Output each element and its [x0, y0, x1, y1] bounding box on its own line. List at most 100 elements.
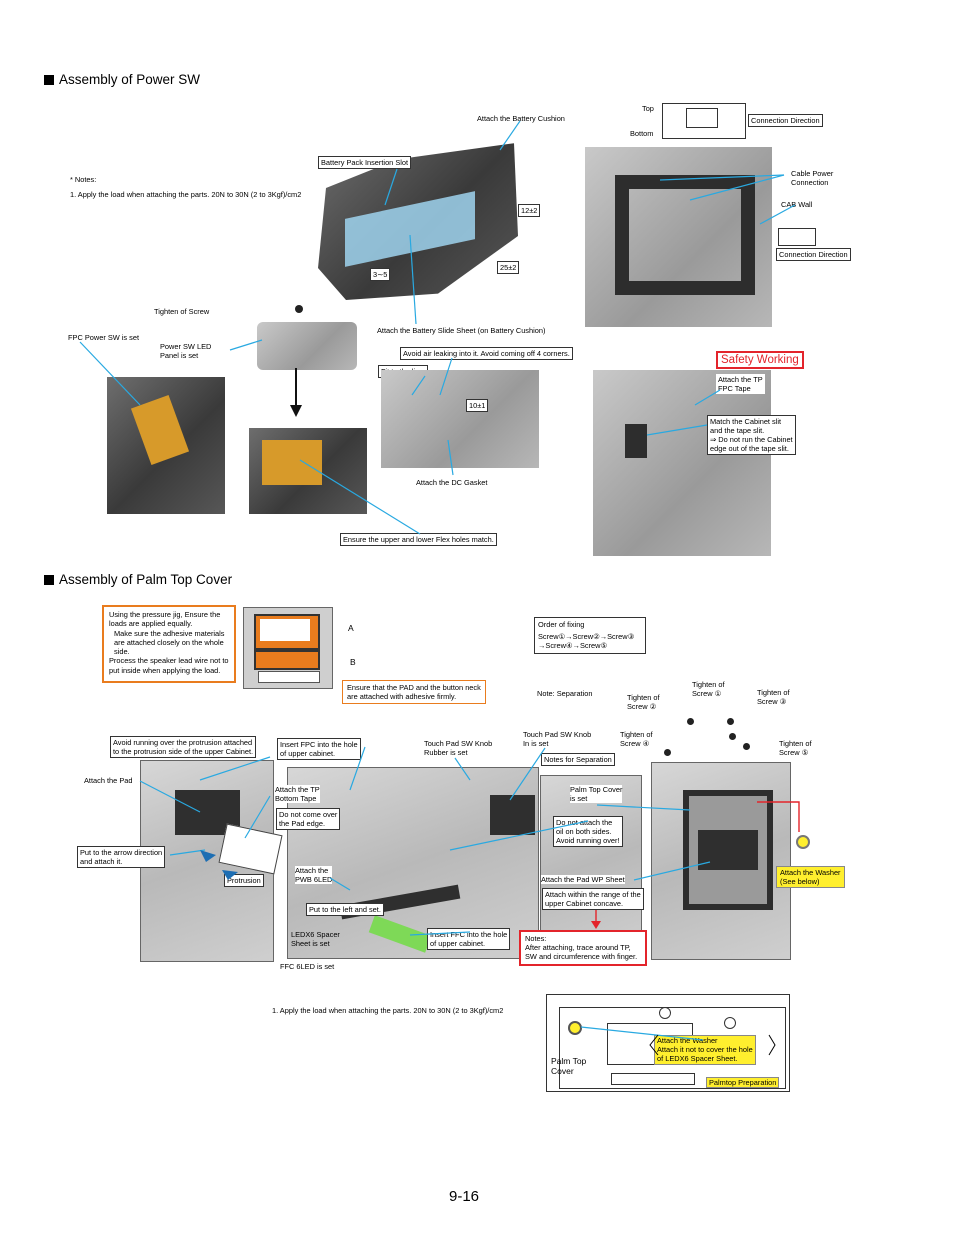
- led-panel-photo: [257, 322, 357, 370]
- label-note-separation: Note: Separation: [537, 689, 593, 698]
- fixing-order-box: Order of fixing Screw①→Screw②→Screw③ →Sc…: [534, 617, 646, 654]
- cab-wall-connector: [778, 228, 816, 246]
- arrow-direction-icon: [200, 850, 216, 862]
- callout-line: [139, 780, 201, 813]
- palmtop-preparation-diagram: [546, 994, 790, 1092]
- callout-line: [596, 804, 691, 811]
- callout-line: [449, 820, 589, 851]
- tape-slit: [625, 424, 647, 458]
- label-washer-see-below: Attach the Washer(See below): [776, 866, 845, 889]
- square-bullet-icon: [44, 75, 54, 85]
- callout-line: [454, 757, 471, 781]
- label-led-panel-1: Power SW LED: [160, 342, 212, 351]
- dim-12: 12±2: [518, 204, 541, 217]
- label-arrow-direction: Put to the arrow direction and attach it…: [77, 846, 166, 868]
- callout-line: [694, 389, 721, 406]
- callout-line: [646, 424, 708, 436]
- palmtop-slot: [611, 1073, 695, 1085]
- jig-note-box: Using the pressure jig, Ensure the loads…: [102, 605, 236, 683]
- label-b: B: [350, 657, 356, 667]
- pressure-jig-diagram: [243, 607, 333, 689]
- callout-line: [509, 747, 546, 801]
- load-note: 1. Apply the load when attaching the par…: [272, 1006, 504, 1015]
- bracket-icon: [649, 1034, 659, 1056]
- callout-line: [199, 756, 271, 781]
- fpc-flex-board: [262, 440, 322, 485]
- label-battery-slot: Battery Pack Insertion Slot: [318, 156, 412, 169]
- label-pad-wp-sheet: Attach the Pad WP Sheet: [541, 875, 625, 885]
- square-bullet-icon: [44, 575, 54, 585]
- jig-slot: [258, 671, 320, 683]
- down-arrow-shaft: [295, 368, 297, 408]
- section-title-power-sw: Assembly of Power SW: [44, 72, 200, 87]
- callout-line: [633, 861, 711, 881]
- label-bottom: Bottom: [630, 129, 654, 138]
- bracket-icon: [768, 1034, 776, 1056]
- dim-3-5: 3∼5: [370, 268, 391, 281]
- touchpad-area-2: [490, 795, 535, 835]
- jig-area-a-inner: [260, 619, 310, 641]
- label-concave: Attach within the range of the upper Cab…: [542, 888, 644, 910]
- screw-5-icon: [743, 743, 750, 750]
- label-a: A: [348, 623, 354, 633]
- callout-line: [169, 849, 206, 856]
- pad-wp-sheet: [698, 830, 758, 870]
- label-battery-cushion: Attach the Battery Cushion: [477, 114, 565, 123]
- label-pad-edge: Do not come over the Pad edge.: [276, 808, 341, 830]
- callout-line: [447, 439, 454, 476]
- screw-2-icon: [687, 718, 694, 725]
- label-protrusion: Protrusion: [224, 874, 264, 887]
- label-insert-fpc: Insert FPC into the hole of upper cabine…: [277, 738, 361, 760]
- hole-icon: [659, 1007, 671, 1019]
- dc-gasket-photo: [381, 370, 539, 468]
- label-ffc-6led: FFC 6LED is set: [280, 962, 335, 971]
- label-notes-separation: Notes for Separation: [541, 753, 615, 766]
- callout-line: [409, 931, 471, 936]
- label-cab-wall: CAB Wall: [781, 200, 813, 209]
- arrow-direction-icon: [222, 870, 238, 880]
- callout-line: [689, 174, 785, 201]
- cable-tray-frame: [615, 175, 755, 295]
- red-callout-line: [757, 801, 800, 832]
- trace-notes-box: Notes: After attaching, trace around TP,…: [519, 930, 647, 966]
- label-top: Top: [642, 104, 654, 113]
- label-oil-warning: Do not attach the oil on both sides. Avo…: [553, 816, 623, 847]
- tp-fpc-tape-photo: [593, 370, 771, 556]
- screw-icon: [295, 305, 303, 313]
- palmtop-outline: [559, 1007, 786, 1089]
- callout-line: [349, 746, 366, 791]
- screw-4-icon: [664, 749, 671, 756]
- page-number: 9-16: [449, 1188, 480, 1205]
- callout-line: [659, 174, 785, 181]
- callout-line: [439, 357, 453, 396]
- callout-line: [409, 234, 417, 325]
- safety-working-badge: Safety Working: [716, 351, 804, 369]
- label-avoid-protrusion: Avoid running over the protrusion attach…: [110, 736, 257, 758]
- callout-line: [299, 459, 421, 535]
- label-palmtop-preparation: Palmtop Preparation: [706, 1077, 780, 1089]
- screw-1-icon: [727, 718, 734, 725]
- label-connection-direction-1: Connection Direction: [748, 114, 823, 127]
- callout-line: [79, 341, 141, 406]
- label-dc-gasket: Attach the DC Gasket: [416, 478, 488, 487]
- callout-line: [229, 339, 263, 351]
- callout-line: [384, 168, 398, 206]
- label-led-panel-2: Panel is set: [160, 351, 199, 360]
- screw-3-icon: [729, 733, 736, 740]
- section-title-palm-top: Assembly of Palm Top Cover: [44, 572, 232, 587]
- down-arrow-icon: [290, 405, 302, 417]
- label-attach-pad: Attach the Pad: [84, 776, 133, 785]
- pad-button-note: Ensure that the PAD and the button neck …: [342, 680, 486, 705]
- notes-title: * Notes:: [70, 175, 97, 184]
